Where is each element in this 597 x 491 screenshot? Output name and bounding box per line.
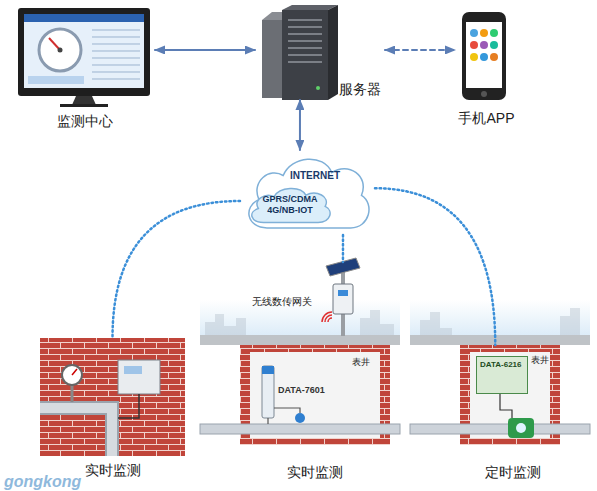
middle-site-scene — [200, 300, 400, 445]
watermark: gongkong — [4, 472, 81, 491]
middle-site-scene-part — [200, 424, 400, 434]
left-site-wall-part — [118, 360, 160, 394]
phone-icon-part — [480, 53, 488, 61]
node-text: DATA-7601 — [278, 385, 325, 396]
left-site-wall — [40, 338, 185, 456]
monitor-icon-part — [39, 29, 81, 71]
monitor-icon-part — [24, 14, 144, 22]
node-text: 表井 — [531, 355, 549, 366]
monitor-icon-part — [24, 14, 144, 88]
cloud-shape — [249, 159, 369, 228]
left-site-wall-part — [62, 365, 82, 385]
server-node: 服务器 — [255, 5, 385, 100]
server-icon-part — [316, 86, 320, 90]
monitor-icon-part — [58, 48, 63, 53]
left-site-wall-part — [71, 384, 74, 402]
node-text: 实时监测 — [85, 462, 141, 479]
phone-node: 手机APP — [455, 8, 518, 130]
middle-site-scene-part — [262, 366, 274, 418]
node-text: INTERNET — [290, 170, 340, 182]
site-node: 实时监测 — [40, 338, 185, 480]
node-text: DATA-6216 — [480, 360, 522, 370]
node-text: 表井 — [352, 357, 370, 368]
right-site-scene-part — [420, 308, 580, 336]
left-site-wall-part — [40, 408, 112, 456]
arrow-connector — [155, 49, 255, 51]
middle-site-scene-part — [268, 408, 300, 424]
phone-icon-part — [481, 91, 487, 97]
monitor-node: 监测中心 — [15, 5, 155, 130]
data-link — [375, 188, 495, 345]
right-site-scene-part — [410, 335, 590, 345]
right-site-scene-part — [410, 424, 590, 434]
left-site-wall-part — [40, 338, 185, 456]
device-label: DATA-7601 — [276, 383, 328, 399]
gateway-node: 无线数传网关 — [250, 262, 360, 324]
right-site-scene-part — [508, 418, 534, 438]
phone-icon-part — [490, 53, 498, 61]
node-text: 服务器 — [339, 81, 381, 98]
gateway-pole-part — [326, 258, 360, 276]
server-icon-part — [288, 20, 322, 62]
middle-site-scene-part — [200, 335, 400, 345]
gateway-pole-part — [322, 312, 332, 322]
data-link — [113, 201, 241, 338]
server-icon-part — [328, 5, 338, 100]
data-link — [342, 235, 345, 262]
phone-icon-part — [470, 41, 478, 49]
node-text: 无线数传网关 — [252, 296, 312, 308]
internet-cloud: INTERNET GPRS/CDMA 4G/NB-IOT — [240, 150, 375, 235]
right-site-scene — [410, 300, 590, 445]
right-site-scene-part — [500, 394, 512, 418]
gateway-pole-part — [333, 284, 353, 314]
server-icon — [262, 5, 338, 100]
node-text: 监测中心 — [57, 113, 113, 130]
gateway-pole-part — [338, 290, 348, 296]
left-site-wall-part — [72, 369, 77, 375]
phone-icon-part — [490, 29, 498, 37]
arrow-connector — [299, 100, 301, 150]
right-site-scene-part — [410, 300, 590, 336]
site-node: 表井实时监测 DATA-7601 — [240, 345, 390, 482]
phone-icon-part — [490, 41, 498, 49]
site-node: 表井定时监测 DATA-6216 — [455, 345, 570, 482]
left-site-wall-part — [124, 366, 142, 374]
node-text: GPRS/CDMA 4G/NB-IOT — [254, 194, 326, 216]
monitor-icon-part — [28, 76, 84, 84]
phone-icon — [462, 12, 506, 100]
node-text: 定时监测 — [485, 464, 541, 481]
monitor-icon-part — [92, 30, 140, 79]
middle-site-scene-part — [205, 310, 394, 336]
arrow-connector — [385, 49, 455, 51]
middle-site-scene-part — [295, 413, 305, 423]
phone-icon-part — [470, 29, 478, 37]
monitor-icon-part — [18, 8, 150, 96]
server-icon-part — [282, 10, 328, 100]
monitor-icon-part — [60, 104, 108, 107]
network-cloud: GPRS/CDMA 4G/NB-IOT — [246, 184, 334, 226]
phone-icon-part — [462, 12, 506, 100]
node-text: 实时监测 — [287, 464, 343, 481]
cloud-shape — [252, 189, 330, 223]
phone-icon-part — [466, 22, 502, 88]
monitor-icon-part — [72, 96, 96, 105]
middle-site-scene-part — [262, 366, 274, 374]
device-box: DATA-6216 — [476, 356, 528, 394]
monitor-icon — [18, 8, 150, 107]
left-site-wall-part — [118, 394, 139, 418]
phone-icon-part — [470, 53, 478, 61]
phone-icon-part — [480, 41, 488, 49]
right-site-scene-part — [516, 423, 526, 433]
left-site-wall-part — [40, 408, 112, 456]
gateway-pole — [322, 258, 360, 336]
node-text: 手机APP — [458, 110, 514, 127]
phone-icon-part — [480, 29, 488, 37]
